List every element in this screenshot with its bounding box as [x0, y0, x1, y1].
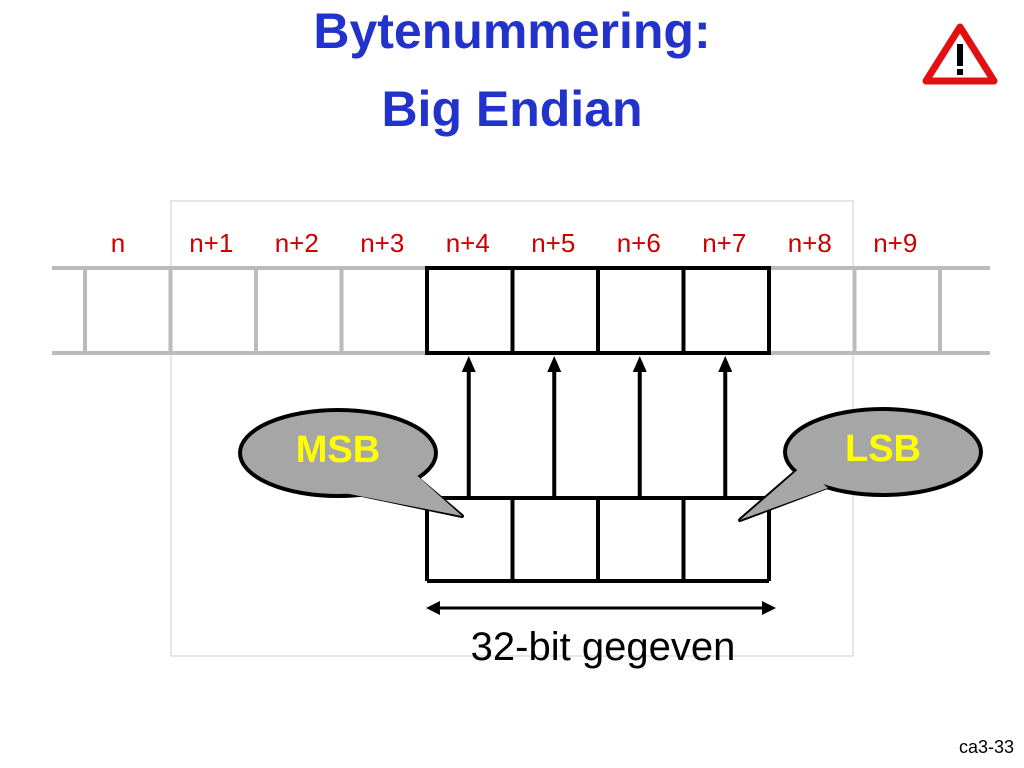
address-label: n+3	[360, 228, 404, 258]
lsb-callout: LSB	[738, 407, 983, 522]
word-width-dimension	[426, 601, 776, 615]
byte-arrow-head	[547, 356, 562, 372]
byte-arrow-head	[632, 356, 647, 372]
slide-number: ca3-33	[958, 737, 1014, 757]
address-label: n+7	[702, 228, 746, 258]
slide-title-line1: Bytenummering:	[313, 3, 711, 59]
address-label: n+6	[617, 228, 661, 258]
address-label: n+9	[873, 228, 917, 258]
address-label: n+2	[275, 228, 319, 258]
data-word-label: 32-bit gegeven	[471, 625, 736, 669]
slide-title-line2: Big Endian	[381, 81, 643, 137]
byte-arrows	[461, 356, 733, 498]
address-labels: n n+1 n+2 n+3 n+4 n+5 n+6 n+7 n+8 n+9	[111, 228, 918, 258]
memory-highlight-box	[425, 266, 771, 355]
address-label: n+1	[189, 228, 233, 258]
msb-label: MSB	[296, 429, 380, 471]
address-label: n+8	[788, 228, 832, 258]
byte-arrow-head	[461, 356, 476, 372]
warning-triangle-icon	[922, 23, 998, 85]
memory-cell-dividers	[83, 268, 942, 353]
address-label: n+5	[531, 228, 575, 258]
lsb-label: LSB	[845, 428, 921, 470]
data-word-box	[425, 496, 771, 583]
address-label: n	[111, 228, 125, 258]
address-label: n+4	[446, 228, 490, 258]
byte-arrow-head	[718, 356, 733, 372]
msb-callout: MSB	[238, 408, 464, 518]
